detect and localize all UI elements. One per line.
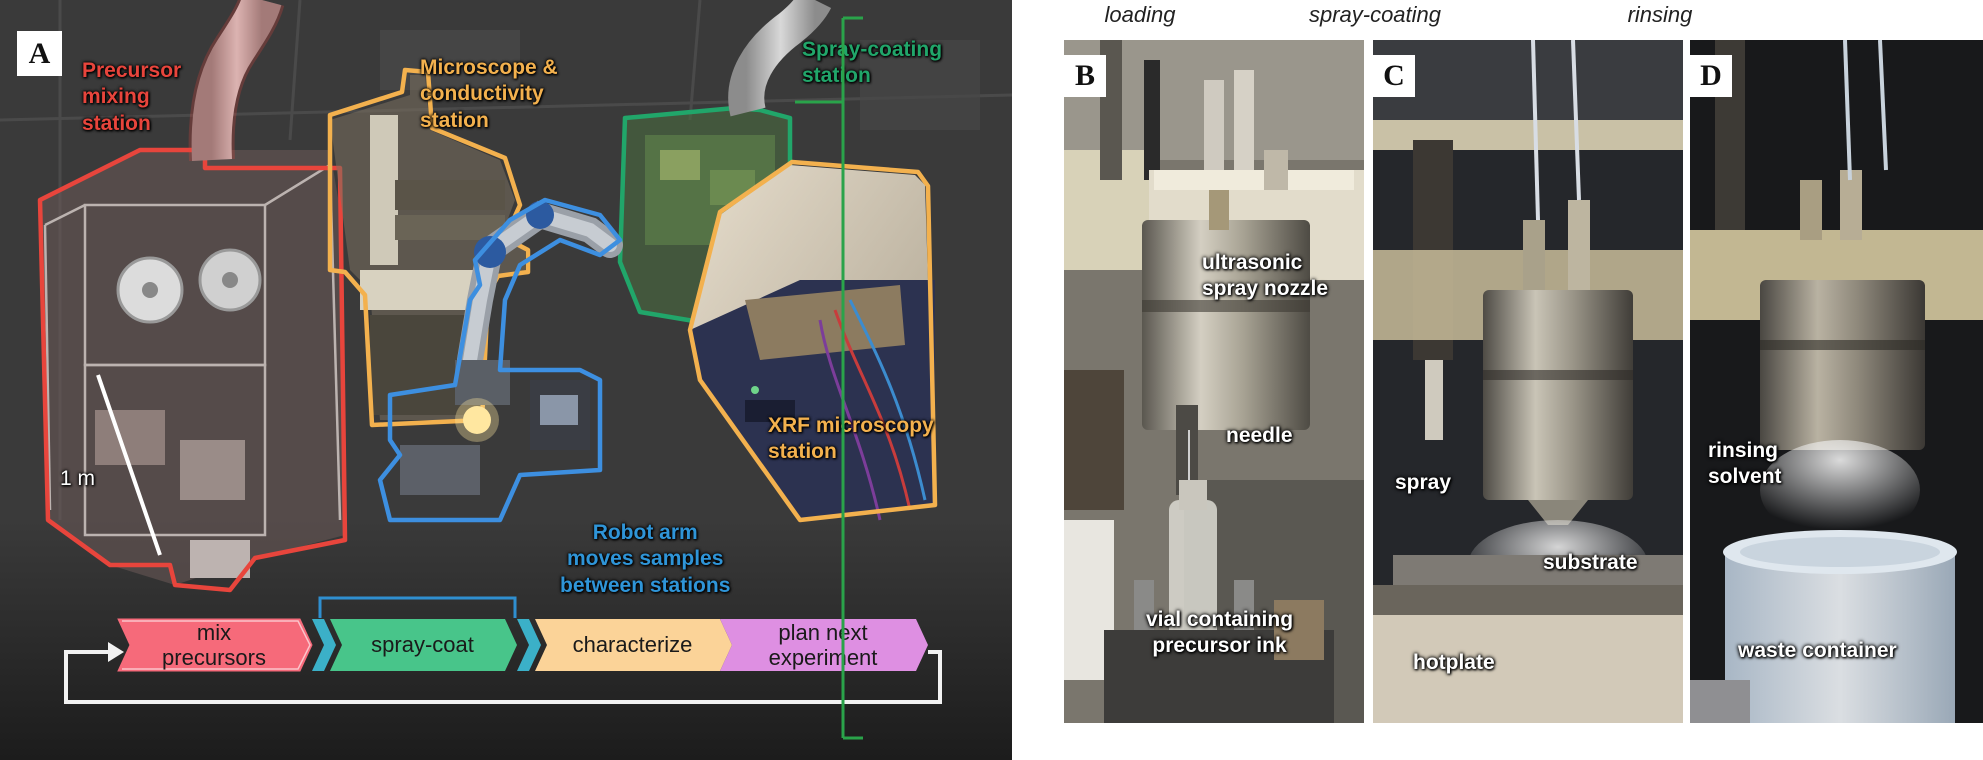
robot-arm-text: Robot arm moves samples between stations [560, 521, 731, 597]
panel-letter-b: B [1064, 55, 1106, 97]
loop-arrow-head [108, 642, 124, 662]
robot-arm-label: Robot arm moves samples between stations [560, 520, 730, 599]
label-hotplate: hotplate [1413, 651, 1495, 674]
precursor-mixing-station [37, 0, 348, 593]
label-spray: spray [1395, 471, 1452, 494]
xrf-microscopy-station [687, 159, 938, 523]
loop-arrow [64, 650, 942, 704]
precursor-mixing-text: Precursor mixing station [82, 59, 182, 135]
robot-arm [377, 197, 623, 523]
panel-letter-a: A [17, 31, 62, 76]
label-vial-precursor-ink: vial containing precursor ink [1146, 608, 1294, 658]
spray-coating-text: Spray-coating station [802, 38, 943, 88]
label-ultrasonic-spray-nozzle: ultrasonic spray nozzle [1202, 251, 1329, 301]
spray-coating-label: Spray-coating station [802, 37, 942, 90]
scale-bar [96, 374, 162, 556]
label-substrate: substrate [1543, 551, 1638, 574]
panel-b-loading-photo: B ultrasonic spray nozzle needle vial co… [1064, 40, 1364, 723]
xrf-text: XRF microscopy station [768, 414, 934, 464]
title-rinsing: rinsing [1627, 2, 1693, 27]
scale-label: 1 m [60, 467, 96, 490]
label-needle: needle [1226, 424, 1293, 447]
title-loading: loading [1104, 2, 1176, 27]
title-spray-coating: spray-coating [1308, 2, 1442, 27]
zoom-connector [795, 16, 863, 740]
label-rinsing-solvent: rinsing solvent [1708, 439, 1782, 489]
workflow-arrows [117, 618, 928, 672]
label-waste-container: waste container [1738, 639, 1897, 662]
panel-letter-d: D [1690, 55, 1732, 97]
microscope-label: Microscope & conductivity station [420, 55, 558, 134]
loading-illustration [1064, 40, 1364, 723]
rinsing-illustration [1690, 40, 1983, 723]
xrf-label: XRF microscopy station [768, 413, 934, 466]
panel-letter-c: C [1373, 55, 1415, 97]
panel-d-rinsing-photo: D rinsing solvent waste container [1690, 40, 1983, 723]
spray-coating-illustration [1373, 40, 1683, 723]
microscope-text: Microscope & conductivity station [420, 56, 558, 132]
precursor-mixing-label: Precursor mixing station [82, 58, 181, 137]
panel-c-spray-coating-photo: C spray substrate hotplate [1373, 40, 1683, 723]
robot-bracket [318, 596, 517, 618]
